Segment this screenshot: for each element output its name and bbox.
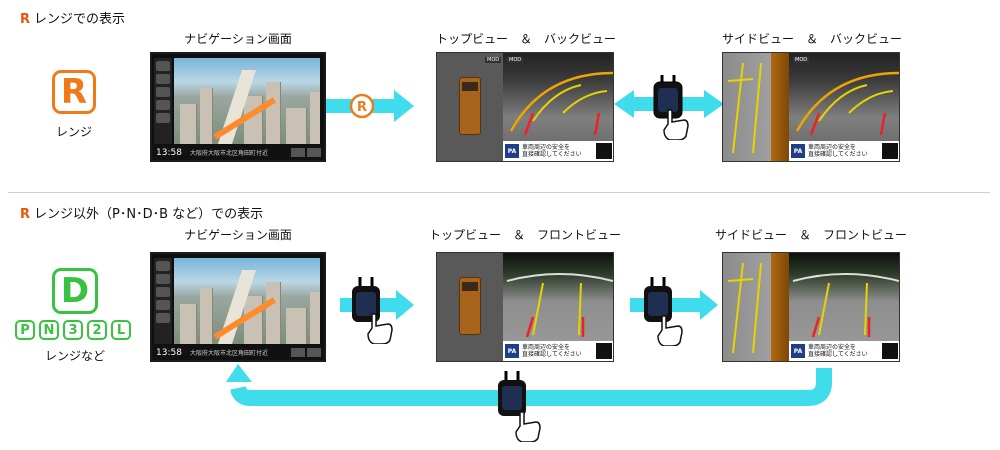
side-view-pane-2 (723, 253, 789, 361)
camera-side-back: MOD PA 車両周辺の安全を 直接確認してください (722, 52, 900, 162)
person-icon-2 (882, 143, 898, 159)
gear-chip-p: P (15, 320, 35, 340)
nav-side-menu (154, 58, 172, 144)
camera-top-back: MOD MOD PA 車両周辺の安全を 直接確認してください (436, 52, 614, 162)
r-view2-caption: サイドビュー ＆ バックビュー (722, 32, 903, 46)
return-hand-icon (512, 408, 544, 443)
gear-chip-2: 2 (87, 320, 107, 340)
nav-map (174, 58, 320, 144)
gear-chip-3: 3 (63, 320, 83, 340)
car-top-icon-2 (459, 277, 481, 335)
nav-time-2: 13:58 (156, 347, 182, 358)
car-side-icon-2 (771, 253, 789, 361)
safety-notice-3: PA 車両周辺の安全を 直接確認してください (503, 341, 613, 361)
top-view-mod: MOD (485, 57, 502, 63)
safety-notice-text-3: 車両周辺の安全を 直接確認してください (522, 344, 582, 358)
section-other-title-text: レンジ以外（P･N･D･B など）での表示 (34, 207, 264, 222)
nav-status-bar: 13:58 大阪府大阪市北区角田町付近 (152, 145, 324, 160)
pa-icon-3: PA (505, 344, 519, 358)
other-arrow-1 (340, 277, 414, 322)
safety-notice-text: 車両周辺の安全を 直接確認してください (522, 144, 582, 158)
safety-notice-4: PA 車両周辺の安全を 直接確認してください (789, 341, 899, 361)
person-icon-4 (882, 343, 898, 359)
other-view1-caption: トップビュー ＆ フロントビュー (428, 228, 621, 242)
r-gear-icon: R (52, 70, 96, 114)
r-arrow-badge-letter: R (357, 100, 367, 115)
other-arrow-2 (630, 277, 718, 322)
d-gear-label: レンジなど (44, 349, 105, 363)
nav-map-2 (174, 258, 320, 344)
section-divider (8, 192, 990, 193)
pa-icon-2: PA (791, 144, 805, 158)
nav-side-menu-2 (154, 258, 172, 344)
r-gear-letter: R (60, 72, 88, 112)
safety-notice-text-4: 車両周辺の安全を 直接確認してください (808, 344, 868, 358)
back-view-mod-2: MOD (793, 57, 810, 63)
nav-buttons (291, 148, 321, 157)
r-letter-2: R (20, 207, 31, 222)
d-gear-letter: D (60, 271, 90, 311)
car-top-icon (459, 77, 481, 135)
nav-status-bar-2: 13:58 大阪府大阪市北区角田町付近 (152, 345, 324, 360)
camera-side-front: PA 車両周辺の安全を 直接確認してください (722, 252, 900, 362)
other-nav-caption: ナビゲーション画面 (184, 228, 292, 242)
r-gear-label: レンジ (55, 125, 92, 139)
pa-icon: PA (505, 144, 519, 158)
r-switch-hand-icon (660, 106, 692, 141)
r-letter: R (20, 12, 31, 27)
nav-screen-r: 13:58 大阪府大阪市北区角田町付近 (150, 52, 326, 162)
nav-screen-other: 13:58 大阪府大阪市北区角田町付近 (150, 252, 326, 362)
top-view-pane (437, 53, 503, 161)
r-view1-caption: トップビュー ＆ バックビュー (436, 32, 617, 46)
safety-notice-text-2: 車両周辺の安全を 直接確認してください (808, 144, 868, 158)
nav-address: 大阪府大阪市北区角田町付近 (189, 150, 268, 157)
d-gear-icon: D (52, 268, 98, 314)
nav-buttons-2 (291, 348, 321, 357)
r-switch-arrow (614, 75, 724, 119)
camera-top-front: PA 車両周辺の安全を 直接確認してください (436, 252, 614, 362)
r-nav-caption: ナビゲーション画面 (184, 32, 292, 46)
return-loop-arrow (226, 364, 832, 416)
section-r-title-text: レンジでの表示 (34, 12, 126, 27)
r-shift-arrow: R (326, 90, 414, 122)
gear-chip-l: L (111, 320, 131, 340)
nav-time: 13:58 (156, 147, 182, 158)
back-view-mod: MOD (507, 57, 524, 63)
top-view-pane-2 (437, 253, 503, 361)
other-hand-icon-1 (364, 310, 396, 345)
safety-notice-2: PA 車両周辺の安全を 直接確認してください (789, 141, 899, 161)
other-view2-caption: サイドビュー ＆ フロントビュー (714, 228, 907, 242)
safety-notice: PA 車両周辺の安全を 直接確認してください (503, 141, 613, 161)
other-hand-icon-2 (654, 312, 686, 347)
gear-chips: P N 3 2 L (15, 320, 131, 340)
nav-address-2: 大阪府大阪市北区角田町付近 (189, 350, 268, 357)
car-side-icon (771, 53, 789, 161)
gear-chip-n: N (39, 320, 59, 340)
pa-icon-4: PA (791, 344, 805, 358)
side-view-pane (723, 53, 789, 161)
person-icon (596, 143, 612, 159)
person-icon-3 (596, 343, 612, 359)
